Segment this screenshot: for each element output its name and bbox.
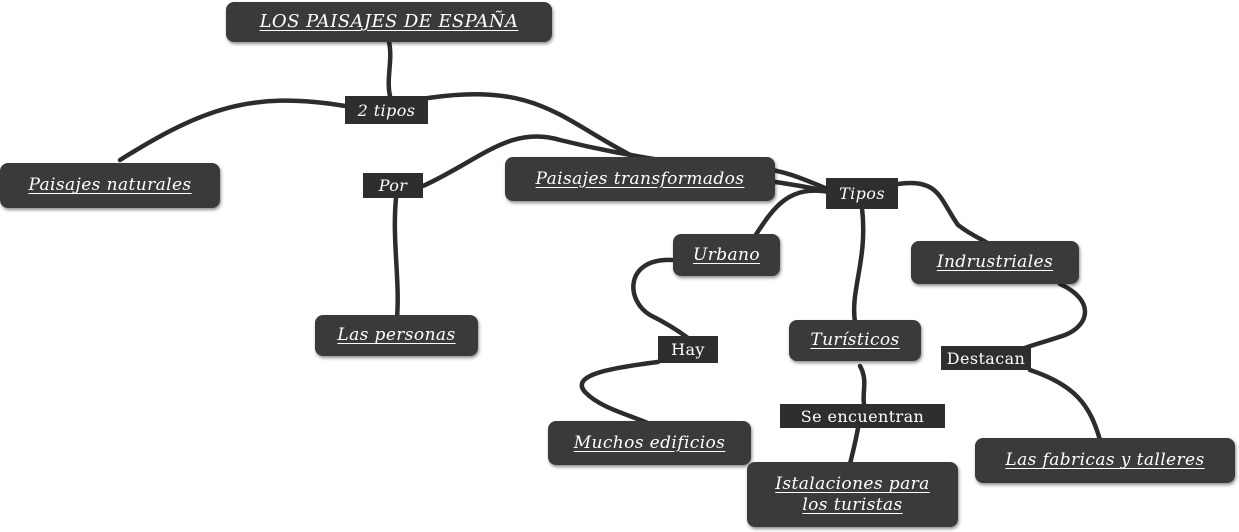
concept-las-fabricas-y-talleres-text: Las fabricas y talleres [1005,450,1205,471]
linking-phrase-tipos: Tipos [826,178,898,209]
connector-por-to-personas [392,195,400,321]
concept-title[interactable]: LOS PAISAJES DE ESPAÑA [226,2,552,42]
connector-seencuentran-to-instalaciones [847,425,861,467]
concept-industriales[interactable]: Indrustriales [911,241,1079,284]
concept-urbano-text: Urbano [692,244,761,265]
connector-destacan-to-fabricas [1027,367,1103,443]
connector-industriales-to-destacan [1022,281,1088,351]
connector-tipos-to-turisticos [851,205,866,325]
linking-phrase-se-encuentran: Se encuentran [780,404,945,428]
concept-paisajes-transformados-text: Paisajes transformados [535,168,745,189]
connector-urbano-to-hay [631,257,691,341]
concept-las-personas[interactable]: Las personas [315,315,478,356]
concept-muchos-edificios-text: Muchos edificios [573,432,726,453]
concept-industriales-text: Indrustriales [936,252,1054,273]
concept-turisticos[interactable]: Turísticos [789,320,921,361]
concept-paisajes-transformados[interactable]: Paisajes transformados [505,157,775,201]
connector-tipos-to-urbano [752,188,833,239]
concept-paisajes-naturales-text: Paisajes naturales [28,175,192,196]
connector-tipos-to-industriales [895,180,993,248]
concept-title-text: LOS PAISAJES DE ESPAÑA [259,11,519,33]
connector-por-to-transformados [420,134,663,189]
concept-instalaciones-turistas[interactable]: Istalaciones para los turistas [747,462,958,527]
linking-phrase-destacan: Destacan [941,346,1031,370]
concept-instalaciones-turistas-text: Istalaciones para los turistas [775,474,930,515]
connector-turisticos-to-seencuentran [857,363,867,407]
connector-hay-to-edificios [579,359,661,427]
concept-muchos-edificios[interactable]: Muchos edificios [548,421,751,465]
connector-title-to-2tipos [386,39,393,99]
linking-phrase-por: Por [363,173,423,198]
concept-paisajes-naturales[interactable]: Paisajes naturales [0,163,220,208]
concept-las-personas-text: Las personas [337,325,456,346]
concept-turisticos-text: Turísticos [810,330,900,351]
linking-phrase-hay: Hay [658,336,718,363]
concept-urbano[interactable]: Urbano [673,234,780,276]
linking-phrase-2-tipos: 2 tipos [345,96,428,124]
connector-2tipos-to-naturales [117,98,348,163]
concept-las-fabricas-y-talleres[interactable]: Las fabricas y talleres [975,438,1235,483]
